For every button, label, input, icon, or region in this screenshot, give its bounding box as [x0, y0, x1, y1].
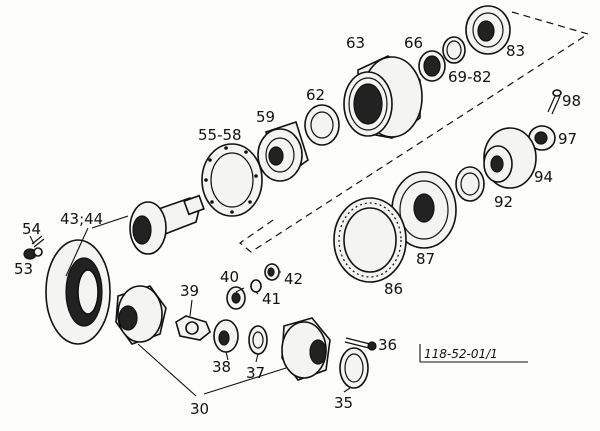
label-87: 87: [416, 250, 435, 268]
part-94-drive-flange: [483, 127, 537, 189]
part-30-differential-case-right: [281, 317, 331, 381]
part-66-ring: [418, 50, 446, 82]
label-63: 63: [346, 34, 365, 52]
label-66: 66: [404, 34, 423, 52]
label-42: 42: [284, 270, 303, 288]
label-69-82: 69-82: [448, 68, 492, 86]
label-38: 38: [212, 358, 231, 376]
part-37-washer: [248, 325, 268, 355]
part-97-castle-nut: [528, 125, 556, 151]
label-40: 40: [220, 268, 239, 286]
label-86: 86: [384, 280, 403, 298]
label-43-44: 43;44: [60, 210, 103, 228]
part-62-seal: [304, 104, 340, 146]
part-55-58-gasket: [201, 143, 263, 217]
part-86-gasket-ring: [333, 197, 407, 283]
reference-code-block: 118-52-01/1: [419, 344, 528, 363]
reference-code: 118-52-01/1: [424, 347, 498, 361]
part-40-spider-gear: [226, 286, 246, 310]
part-crown-wheel: [45, 239, 111, 345]
label-92: 92: [494, 193, 513, 211]
part-38-side-gear: [213, 319, 239, 353]
label-55-58: 55-58: [198, 126, 242, 144]
label-41: 41: [262, 290, 281, 308]
label-39: 39: [180, 282, 199, 300]
part-59-bearing: [257, 120, 309, 182]
label-35: 35: [334, 394, 353, 412]
part-43-44-drive-pinion: [129, 194, 205, 255]
label-59: 59: [256, 108, 275, 126]
part-35-bearing-ring: [339, 347, 369, 389]
part-98-cotter-pin: [547, 89, 562, 115]
label-94: 94: [534, 168, 553, 186]
part-92-washer: [455, 166, 485, 202]
assembly-boundary-dashed: [239, 11, 590, 253]
part-53-nut: [23, 247, 43, 260]
part-69-82-shim: [442, 36, 466, 64]
part-30-differential-case-left: [115, 285, 167, 345]
label-36: 36: [378, 336, 397, 354]
part-63-hub-housing: [343, 55, 423, 139]
label-83: 83: [506, 42, 525, 60]
label-30: 30: [190, 400, 209, 418]
label-53: 53: [14, 260, 33, 278]
part-41-thrust-washer: [250, 279, 262, 293]
part-42-gear: [264, 263, 280, 281]
leader-lines: [29, 215, 376, 397]
label-37: 37: [246, 364, 265, 382]
label-98: 98: [562, 92, 581, 110]
label-62: 62: [306, 86, 325, 104]
part-87-cover: [391, 171, 457, 249]
part-83-bearing: [465, 5, 511, 55]
label-54: 54: [22, 220, 41, 238]
label-97: 97: [558, 130, 577, 148]
part-39-differential-spider: [175, 315, 211, 341]
